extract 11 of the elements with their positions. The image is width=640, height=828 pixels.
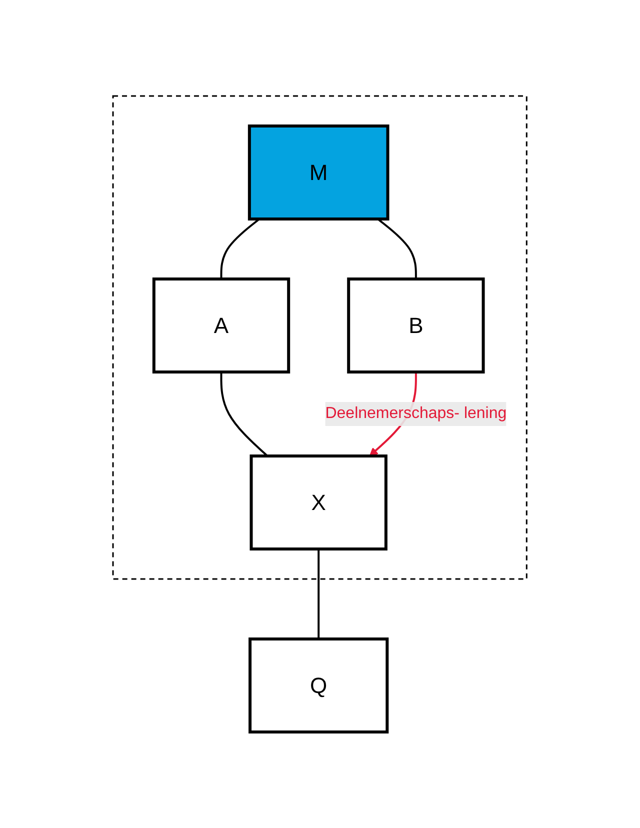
cluster [112,95,528,580]
connector [318,549,320,639]
node-box: Q [248,637,389,734]
connector [220,218,260,279]
node-box: A [152,278,290,374]
connector [220,372,268,457]
connector [377,218,418,279]
node-box: X [250,454,388,550]
node-box: M [248,124,390,220]
edge-label: Deelnemerschaps- lening [325,404,507,422]
node-box: B [347,278,485,374]
